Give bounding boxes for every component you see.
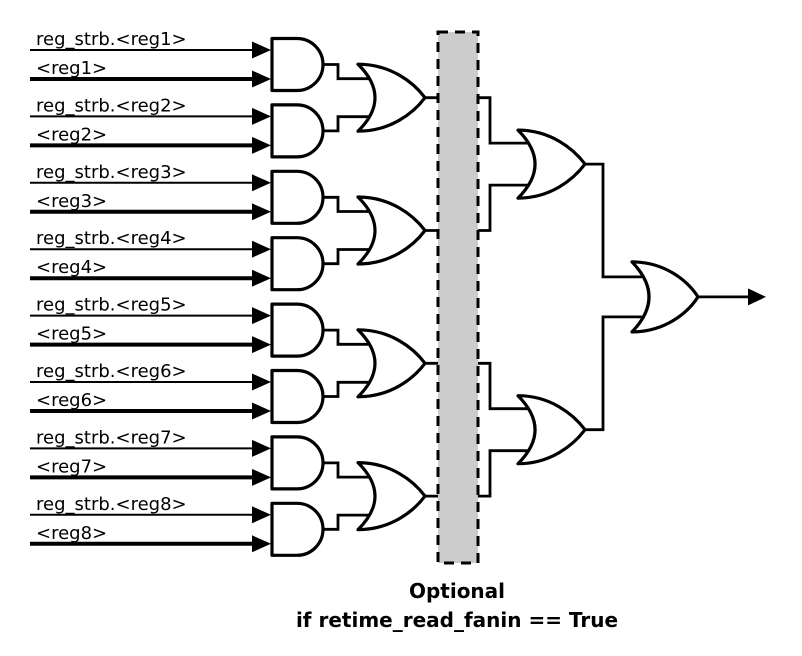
arrowhead-icon — [252, 240, 271, 258]
stage3-or-gates — [516, 128, 642, 466]
arrowhead-icon — [252, 439, 271, 457]
input-strobe-label: reg_strb.<reg2> — [36, 95, 187, 116]
and-gate-6 — [270, 368, 325, 425]
or-gate-stage3-bottom — [516, 394, 587, 466]
input-row-2: reg_strb.<reg2> <reg2> — [30, 95, 370, 159]
and-gate-3 — [270, 169, 325, 225]
arrowhead-icon — [252, 136, 271, 154]
caption-line2: if retime_read_fanin == True — [296, 608, 618, 632]
input-row-7: reg_strb.<reg7> <reg7> — [30, 427, 370, 491]
connector — [323, 513, 370, 531]
input-strobe-label: reg_strb.<reg1> — [36, 29, 187, 50]
input-value-label: <reg4> — [36, 257, 107, 278]
input-value-label: <reg6> — [36, 390, 107, 411]
input-value-label: <reg5> — [36, 324, 107, 345]
output-arrowhead-icon — [748, 288, 766, 306]
connector — [323, 380, 370, 398]
input-row-6: reg_strb.<reg6> <reg6> — [30, 361, 370, 425]
connector — [323, 115, 370, 133]
caption-line1: Optional — [409, 579, 505, 603]
input-value-label: <reg7> — [36, 456, 107, 477]
arrowhead-icon — [252, 506, 271, 524]
and-gate-8 — [270, 501, 325, 557]
or-gate-final — [630, 260, 700, 334]
connector — [323, 248, 370, 266]
input-value-label: <reg3> — [36, 191, 107, 212]
input-strobe-label: reg_strb.<reg5> — [36, 295, 187, 316]
arrowhead-icon — [252, 41, 271, 59]
and-gate-7 — [270, 435, 325, 491]
connector — [323, 63, 370, 81]
stage2-or-gates — [356, 62, 528, 532]
and-gate-1 — [270, 36, 325, 93]
input-value-label: <reg1> — [36, 58, 107, 79]
and-gate-2 — [270, 103, 325, 159]
or-gate-stage2-2 — [356, 195, 427, 266]
arrowhead-icon — [252, 269, 271, 287]
arrowhead-icon — [252, 336, 271, 354]
connector — [323, 461, 370, 479]
caption: Optional if retime_read_fanin == True — [296, 579, 618, 632]
input-row-1: reg_strb.<reg1> <reg1> — [30, 29, 370, 93]
input-strobe-label: reg_strb.<reg4> — [36, 228, 187, 249]
input-strobe-label: reg_strb.<reg3> — [36, 162, 187, 183]
arrowhead-icon — [252, 402, 271, 420]
arrowhead-icon — [252, 70, 271, 88]
input-row-5: reg_strb.<reg5> <reg5> — [30, 295, 370, 358]
input-strobe-label: reg_strb.<reg6> — [36, 361, 187, 382]
arrowhead-icon — [252, 203, 271, 221]
input-row-8: reg_strb.<reg8> <reg8> — [30, 494, 370, 557]
connector — [323, 195, 370, 213]
connector — [585, 315, 642, 432]
input-row-3: reg_strb.<reg3> <reg3> — [30, 162, 370, 225]
or-gate-stage2-4 — [356, 461, 427, 532]
input-value-label: <reg8> — [36, 523, 107, 544]
and-gate-4 — [270, 236, 325, 292]
or-gate-stage2-1 — [356, 62, 427, 133]
arrowhead-icon — [252, 373, 271, 391]
or-gate-stage2-3 — [356, 328, 427, 399]
arrowhead-icon — [252, 174, 271, 192]
connector — [323, 328, 370, 346]
arrowhead-icon — [252, 307, 271, 325]
arrowhead-icon — [252, 535, 271, 553]
final-or-stage — [630, 260, 766, 334]
input-row-4: reg_strb.<reg4> <reg4> — [30, 228, 370, 292]
arrowhead-icon — [252, 107, 271, 125]
input-value-label: <reg2> — [36, 124, 107, 145]
input-strobe-label: reg_strb.<reg8> — [36, 494, 187, 515]
connector — [585, 162, 642, 279]
and-gate-5 — [270, 302, 325, 358]
or-gate-stage3-top — [516, 128, 587, 200]
arrowhead-icon — [252, 468, 271, 486]
optional-region — [436, 30, 480, 565]
input-strobe-label: reg_strb.<reg7> — [36, 427, 187, 448]
